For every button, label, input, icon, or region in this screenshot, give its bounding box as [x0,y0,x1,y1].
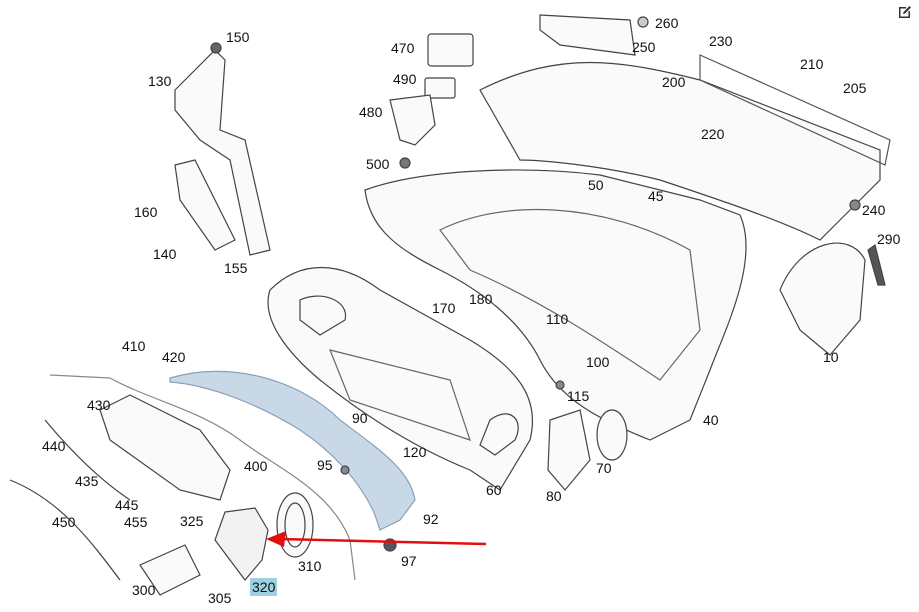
part-label-115[interactable]: 115 [567,388,590,404]
part-label-90[interactable]: 90 [352,410,368,426]
part-label-260[interactable]: 260 [655,15,679,31]
part-label-320[interactable]: 320 [250,578,278,596]
part-label-110[interactable]: 110 [546,311,569,327]
part-label-440[interactable]: 440 [42,438,66,454]
part-label-230[interactable]: 230 [709,33,733,49]
part-label-420[interactable]: 420 [162,349,186,365]
part-label-410[interactable]: 410 [122,338,146,354]
part-label-490[interactable]: 490 [393,71,417,87]
part-label-470[interactable]: 470 [391,40,415,56]
panel-430 [99,394,231,501]
part-label-500[interactable]: 500 [366,156,390,172]
part-label-480[interactable]: 480 [359,104,383,120]
pointer-arrow [266,531,487,547]
part-label-430[interactable]: 430 [87,397,111,413]
part-label-10[interactable]: 10 [823,349,839,365]
part-320 [214,507,269,581]
part-label-140[interactable]: 140 [153,246,177,262]
part-label-205[interactable]: 205 [843,80,867,96]
part-label-310[interactable]: 310 [298,558,322,574]
part-label-400[interactable]: 400 [244,458,268,474]
part-label-50[interactable]: 50 [588,177,604,193]
bumper-upper [479,61,881,241]
part-label-95[interactable]: 95 [317,457,333,473]
part-label-155[interactable]: 155 [224,260,248,276]
part-label-305[interactable]: 305 [208,590,232,606]
part-label-250[interactable]: 250 [632,39,656,55]
part-label-100[interactable]: 100 [586,354,610,370]
diffuser [267,266,534,491]
part-label-450[interactable]: 450 [52,514,76,530]
edit-icon[interactable] [897,4,913,20]
bumper-cover [364,169,747,441]
part-label-180[interactable]: 180 [469,291,493,307]
part-label-45[interactable]: 45 [648,188,664,204]
part-label-240[interactable]: 240 [862,202,886,218]
part-label-300[interactable]: 300 [132,582,156,598]
part-label-210[interactable]: 210 [800,56,824,72]
underbody-shield-92 [169,370,416,531]
side-panel [779,242,866,356]
part-label-445[interactable]: 445 [115,497,139,513]
part-label-220[interactable]: 220 [701,126,725,142]
part-label-60[interactable]: 60 [486,482,502,498]
part-label-92[interactable]: 92 [423,511,439,527]
part-label-170[interactable]: 170 [432,300,456,316]
part-label-40[interactable]: 40 [703,412,719,428]
part-label-120[interactable]: 120 [403,444,427,460]
part-label-160[interactable]: 160 [134,204,158,220]
part-label-455[interactable]: 455 [124,514,148,530]
part-label-97[interactable]: 97 [401,553,417,569]
part-label-130[interactable]: 130 [148,73,172,89]
part-label-150[interactable]: 150 [226,29,250,45]
part-label-80[interactable]: 80 [546,488,562,504]
part-label-290[interactable]: 290 [877,231,901,247]
bracket-140 [174,159,236,251]
bracket-130 [174,49,271,256]
part-label-70[interactable]: 70 [596,460,612,476]
part-label-325[interactable]: 325 [180,513,204,529]
part-label-200[interactable]: 200 [662,74,686,90]
part-label-435[interactable]: 435 [75,473,99,489]
